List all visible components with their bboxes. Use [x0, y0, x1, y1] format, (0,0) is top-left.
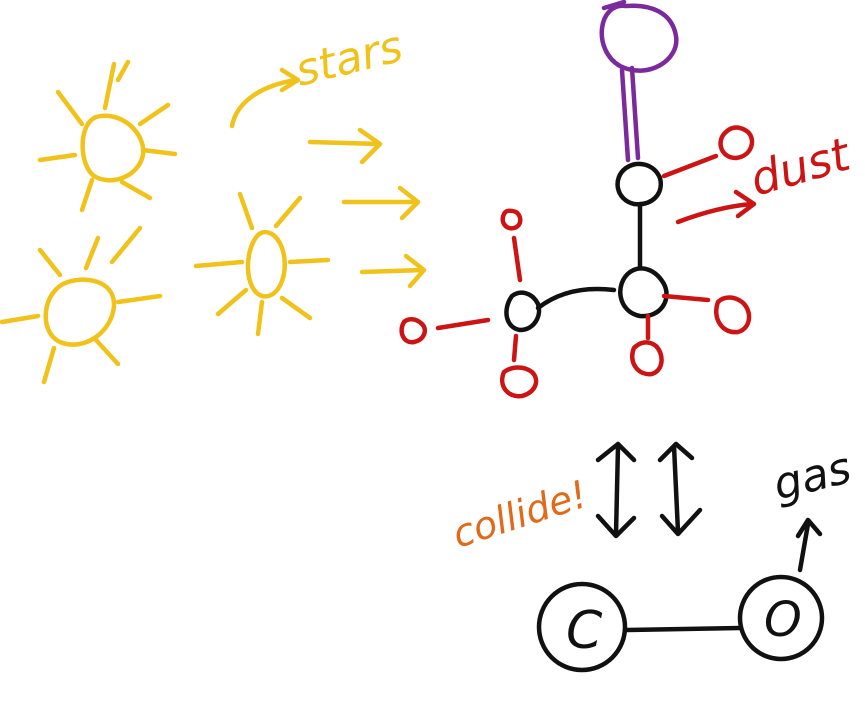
dust-label: dust — [744, 126, 857, 206]
atom-circle-icon — [615, 161, 664, 207]
stars-pointer-arrow — [229, 67, 301, 129]
atom-circle-icon — [500, 208, 523, 231]
top-atom-circle — [599, 3, 679, 73]
sun-icon — [37, 59, 178, 213]
sun-icon — [0, 225, 163, 385]
bond-line — [623, 625, 743, 633]
sun-icon — [193, 191, 331, 337]
atom-circle-icon — [504, 290, 542, 333]
oxygen-atom-label: O — [764, 592, 802, 648]
dust-pointer-arrow — [675, 189, 757, 225]
molecule-skeleton — [504, 161, 669, 333]
stars-group — [0, 59, 331, 385]
double-arrow-icon — [595, 441, 637, 539]
collide-arrows — [595, 441, 703, 539]
atom-circle-icon — [718, 125, 755, 161]
right-arrow-icon — [341, 185, 421, 221]
right-arrow-icon — [307, 127, 383, 165]
stars-label: stars — [290, 21, 407, 97]
atom-circle-icon — [399, 317, 427, 345]
oxygen-atom-circle — [737, 574, 825, 662]
right-arrow-icon — [359, 253, 427, 289]
co-molecule — [536, 517, 825, 673]
carbon-atom-label: C — [566, 601, 603, 661]
bond-line — [535, 286, 617, 311]
dust-oxygens — [399, 125, 757, 399]
gas-label: gas — [768, 442, 856, 510]
flow-arrows — [307, 127, 427, 289]
gas-pointer-arrow — [795, 517, 823, 573]
double-bond — [599, 0, 679, 163]
double-arrow-icon — [657, 441, 703, 537]
atom-circle-icon — [618, 266, 669, 319]
atom-circle-icon — [714, 295, 752, 335]
carbon-atom-circle — [536, 581, 628, 673]
atom-circle-icon — [500, 365, 539, 399]
atom-circle-icon — [630, 340, 664, 377]
collide-label: collide! — [447, 472, 592, 557]
